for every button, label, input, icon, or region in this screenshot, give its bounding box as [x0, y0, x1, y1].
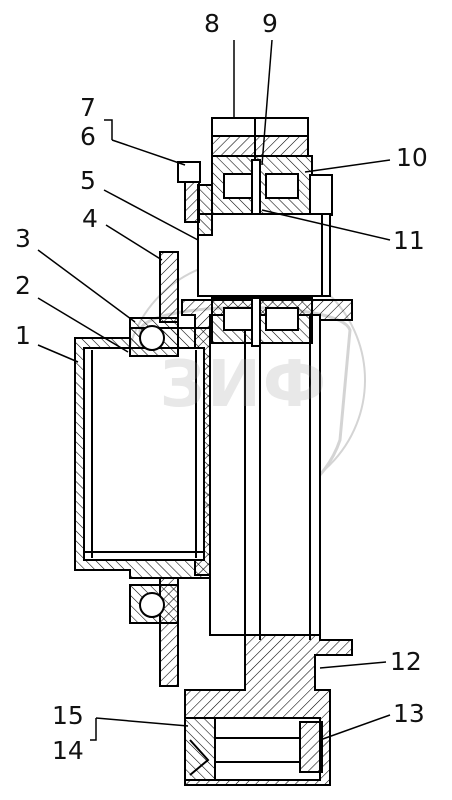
- upper-bearing-10: [211, 155, 333, 216]
- callout-11: 11: [393, 226, 425, 255]
- housing-12: [181, 299, 353, 786]
- pin-assembly-13-14-15: [184, 717, 323, 781]
- callout-1: 1: [15, 321, 31, 350]
- callout-9: 9: [262, 9, 278, 38]
- lower-bearings: [211, 297, 313, 347]
- bolt-6-7: [177, 161, 213, 236]
- callout-14: 14: [52, 736, 84, 765]
- shaft-5: [197, 213, 331, 297]
- callout-4: 4: [82, 204, 98, 233]
- ball-bearing-3: [129, 317, 179, 624]
- callout-7: 7: [80, 93, 96, 122]
- shaft-sleeve-1: [74, 327, 211, 579]
- callout-12: 12: [390, 647, 422, 676]
- callout-5: 5: [80, 166, 96, 195]
- callout-6: 6: [80, 122, 96, 151]
- callout-3: 3: [15, 224, 31, 253]
- callout-8: 8: [204, 9, 220, 38]
- leader-lines: [37, 39, 391, 741]
- callout-10: 10: [396, 143, 428, 172]
- callout-13: 13: [393, 699, 425, 728]
- callout-15: 15: [52, 701, 84, 730]
- callout-2: 2: [15, 271, 31, 300]
